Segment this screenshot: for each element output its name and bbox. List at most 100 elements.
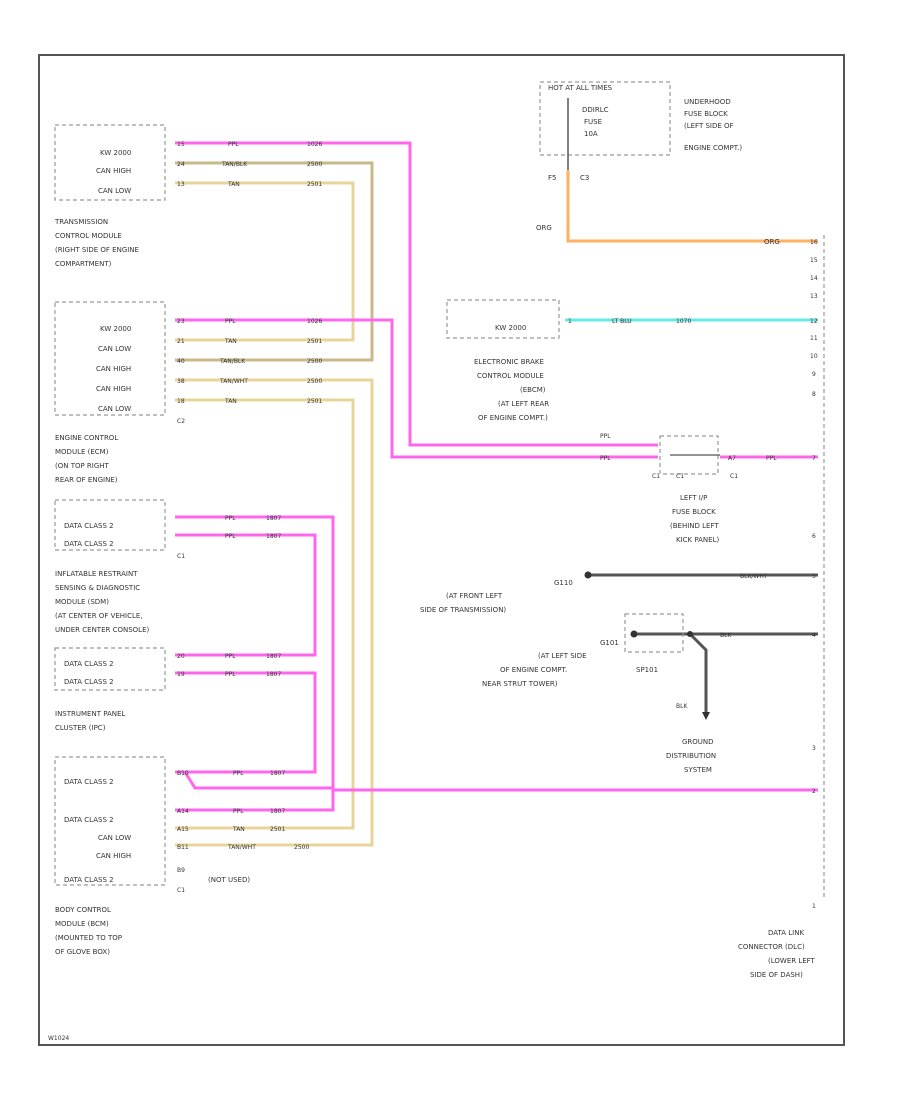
tcm-circuit-1: 1026: [307, 141, 322, 148]
ebcm-desc-5: OF ENGINE COMPT.): [478, 414, 548, 422]
ip-wire-label-2: PPL: [600, 455, 611, 462]
ebcm-desc-4: (AT LEFT REAR: [498, 400, 549, 408]
g101-ground-point: [630, 630, 638, 638]
sdm-signal-2: DATA CLASS 2: [64, 540, 114, 548]
g101-desc-1: (AT LEFT SIDE: [538, 652, 587, 660]
sdm-circuit-1: 1807: [266, 515, 281, 522]
underhood-hot-label: HOT AT ALL TIMES: [548, 84, 613, 92]
g110-ground-point: [584, 571, 592, 579]
tcm-desc-3: (RIGHT SIDE OF ENGINE: [55, 246, 139, 254]
ipc-desc-2: CLUSTER (IPC): [55, 724, 106, 732]
bcm-circuit-3: 2501: [270, 826, 285, 833]
underhood-desc-2: FUSE BLOCK: [684, 110, 728, 118]
ebcm-circuit: 1070: [676, 318, 691, 325]
bcm-signal-4: CAN HIGH: [96, 852, 131, 860]
bcm-circuit-1: 1807: [270, 770, 285, 777]
fuse-line-1: DDIRLC: [582, 106, 609, 114]
bcm-circuit-4: 2500: [294, 844, 309, 851]
ecm-desc-2: MODULE (ECM): [55, 448, 109, 456]
ecm-signal-5: CAN LOW: [98, 405, 131, 413]
bcm-signal-5: DATA CLASS 2: [64, 876, 114, 884]
ecm-desc-3: (ON TOP RIGHT: [55, 462, 110, 470]
dlc-desc-2: CONNECTOR (DLC): [738, 943, 805, 951]
bcm-signal-3: CAN LOW: [98, 834, 131, 842]
sdm-connector: C1: [177, 553, 185, 560]
tcm-pin-2: 24: [177, 161, 185, 168]
tcm-desc-4: COMPARTMENT): [55, 260, 112, 268]
diagram-frame: [38, 54, 845, 1046]
ebcm-desc-1: ELECTRONIC BRAKE: [474, 358, 544, 366]
tcm-signal-1: KW 2000: [100, 149, 131, 157]
ecm-color-4: TAN/WHT: [219, 378, 248, 385]
dlc-pin-11: 11: [810, 335, 818, 342]
blk-label-1: BLK: [720, 632, 732, 639]
ecm-circuit-4: 2500: [307, 378, 322, 385]
ip-desc-4: KICK PANEL): [676, 536, 719, 544]
ipc-box: [54, 647, 166, 691]
dlc-desc-3: (LOWER LEFT: [768, 957, 816, 965]
bcm-pin-1: B10: [177, 770, 189, 777]
g101-desc-2: OF ENGINE COMPT.: [500, 666, 567, 674]
sp101-box: [624, 613, 684, 653]
ipc-signal-1: DATA CLASS 2: [64, 660, 114, 668]
sp101-label: SP101: [636, 666, 658, 674]
ecm-pin-3: 40: [177, 358, 185, 365]
underhood-pin-f5: F5: [548, 174, 556, 182]
bcm-signal-1: DATA CLASS 2: [64, 778, 114, 786]
footer-code: W1024: [48, 1035, 69, 1042]
bcm-color-2: PPL: [233, 808, 244, 815]
g101-label: G101: [600, 639, 619, 647]
ecm-signal-2: CAN LOW: [98, 345, 131, 353]
bcm-color-3: TAN: [232, 826, 245, 833]
bcm-pin-3: A15: [177, 826, 189, 833]
ipc-circuit-2: 1807: [266, 671, 281, 678]
ipc-signal-2: DATA CLASS 2: [64, 678, 114, 686]
g110-desc-2: SIDE OF TRANSMISSION): [420, 606, 506, 614]
bcm-desc-3: (MOUNTED TO TOP: [55, 934, 122, 942]
wire-tcm-can-low: [175, 181, 355, 342]
g110-desc-1: (AT FRONT LEFT: [446, 592, 503, 600]
underhood-fuse-box: [539, 81, 671, 156]
ecm-signal-4: CAN HIGH: [96, 385, 131, 393]
sp101-splice-point: [687, 631, 693, 637]
bcm-not-used: (NOT USED): [208, 876, 250, 884]
dlc-pin-10: 10: [810, 353, 818, 360]
ip-pin-c1-c: C1: [730, 473, 738, 480]
gds-arrow-icon: [702, 712, 710, 720]
underhood-desc-4: ENGINE COMPT.): [684, 144, 742, 152]
ipc-color-1: PPL: [225, 653, 236, 660]
bcm-signal-2: DATA CLASS 2: [64, 816, 114, 824]
ecm-desc-1: ENGINE CONTROL: [55, 434, 118, 442]
underhood-desc-1: UNDERHOOD: [684, 98, 731, 106]
ip-pin-c1-b: C1: [676, 473, 684, 480]
wire-tcm-kw2000-ppl: [175, 141, 658, 447]
bcm-connector: C1: [177, 887, 185, 894]
bcm-color-4: TAN/WHT: [227, 844, 256, 851]
ecm-color-1: PPL: [225, 318, 236, 325]
ipc-color-2: PPL: [225, 671, 236, 678]
bcm-pin-2: A14: [177, 808, 189, 815]
tcm-color-3: TAN: [227, 181, 240, 188]
tcm-color-2: TAN/BLK: [221, 161, 248, 168]
ipc-desc-1: INSTRUMENT PANEL: [55, 710, 125, 718]
sdm-desc-5: UNDER CENTER CONSOLE): [55, 626, 150, 634]
ebcm-desc-3: (EBCM): [520, 386, 546, 394]
sdm-signal-1: DATA CLASS 2: [64, 522, 114, 530]
ebcm-signal: KW 2000: [495, 324, 526, 332]
tcm-color-1: PPL: [228, 141, 239, 148]
ip-out-label: PPL: [766, 455, 777, 462]
dlc-pin-13: 13: [810, 293, 818, 300]
gds-desc-1: GROUND: [682, 738, 714, 746]
ip-pin-a7: A7: [728, 455, 736, 462]
wire-ecm-can-low: [175, 398, 355, 830]
tcm-pin-3: 13: [177, 181, 185, 188]
tcm-desc-2: CONTROL MODULE: [55, 232, 122, 240]
ip-pin-c1-a: C1: [652, 473, 660, 480]
ecm-color-5: TAN: [224, 398, 237, 405]
ecm-circuit-3: 2500: [307, 358, 322, 365]
bcm-desc-2: MODULE (BCM): [55, 920, 109, 928]
org-wire-label-right: ORG: [764, 238, 780, 246]
ecm-circuit-1: 1026: [307, 318, 322, 325]
ecm-signal-3: CAN HIGH: [96, 365, 131, 373]
ecm-box: [54, 301, 166, 416]
